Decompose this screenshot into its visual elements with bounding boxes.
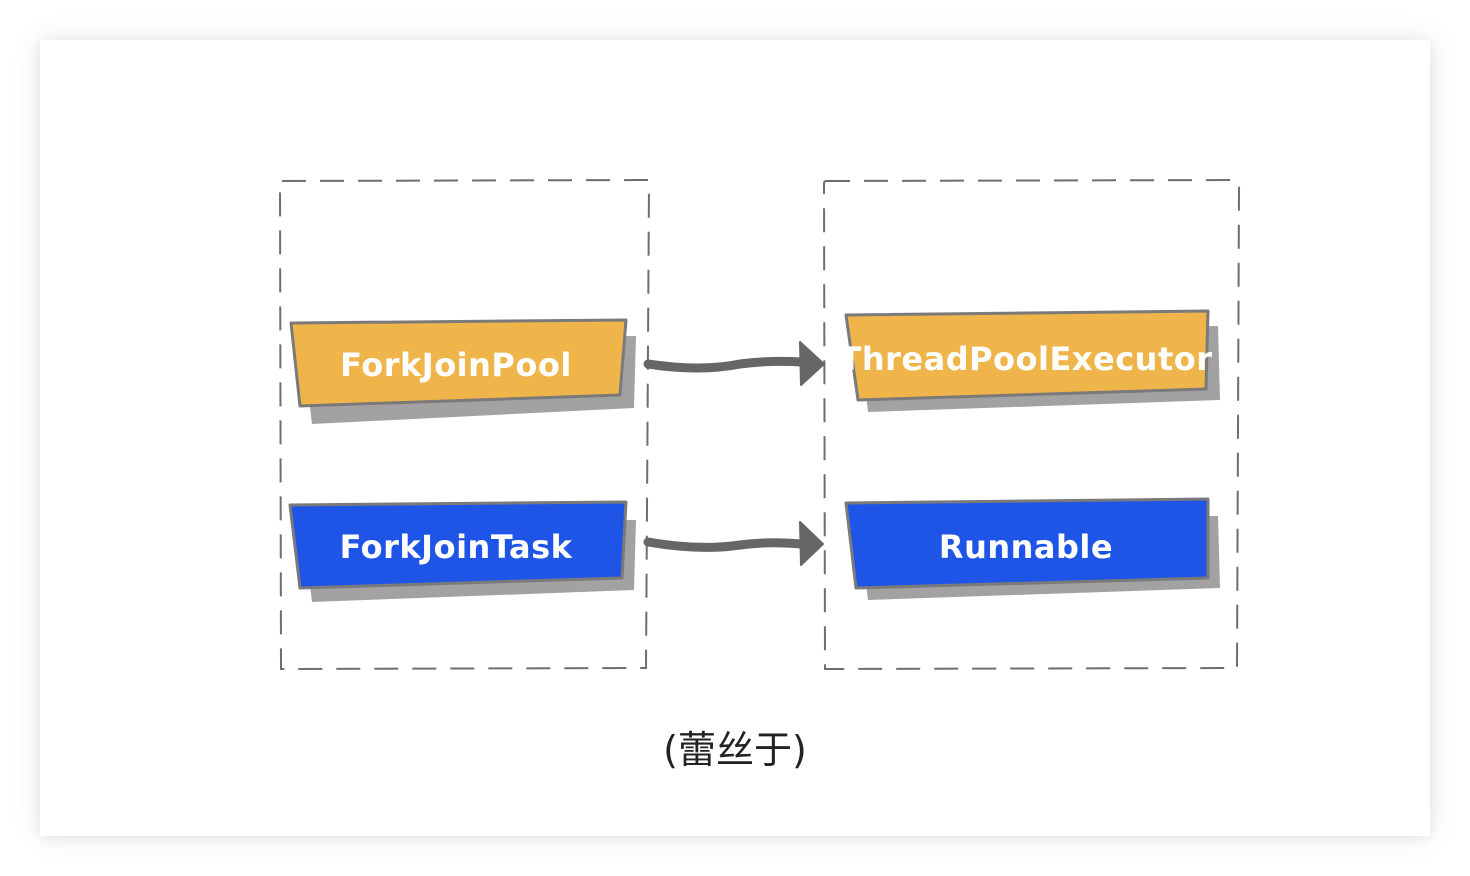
node-threadpoolexecutor-box: [844, 309, 1210, 402]
edge-2-line: [643, 537, 807, 552]
node-forkjointask-box: [288, 500, 628, 590]
group-right-frame: [822, 178, 1241, 671]
diagram-card: [40, 40, 1430, 836]
edge-2-arrowhead: [799, 521, 824, 566]
node-runnable: Runnable: [844, 497, 1220, 600]
node-runnable-box: [844, 497, 1210, 590]
node-forkjoinpool-label: ForkJoinPool: [340, 346, 572, 384]
node-runnable-label: Runnable: [939, 528, 1113, 566]
node-forkjointask-label: ForkJoinTask: [340, 528, 573, 566]
edge-1-line: [643, 356, 807, 373]
edge-forkjointask-runnable: [643, 521, 824, 566]
node-threadpoolexecutor: ThreadPoolExecutor: [840, 309, 1220, 412]
node-threadpoolexecutor-label: ThreadPoolExecutor: [840, 340, 1213, 378]
node-forkjointask: ForkJoinTask: [288, 500, 636, 602]
node-forkjoinpool: ForkJoinPool: [289, 318, 636, 424]
node-forkjoinpool-box: [289, 318, 628, 408]
group-left-frame: [278, 178, 651, 671]
edge-1-arrowhead: [799, 341, 825, 386]
edge-forkjoinpool-threadpoolexecutor: [643, 341, 825, 386]
diagram-caption: (蕾丝于): [663, 728, 807, 772]
